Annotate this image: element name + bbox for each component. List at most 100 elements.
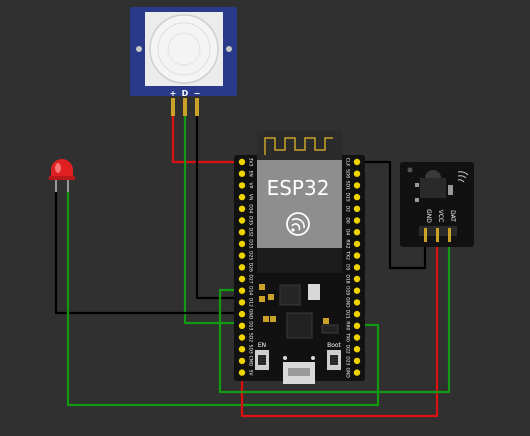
led-rim (49, 176, 75, 180)
wire-ir-data[interactable] (218, 240, 451, 394)
pir-sensor[interactable]: + D − (130, 7, 237, 116)
left-pin-label: SD3 (248, 345, 254, 354)
left-pin-cmd[interactable] (238, 357, 246, 365)
usb-uart-chip (286, 312, 313, 339)
pir-pin-data[interactable] (183, 98, 187, 116)
left-pin-5v[interactable] (238, 369, 246, 376)
right-pin-d4[interactable] (353, 229, 361, 236)
right-pin-d22[interactable] (353, 346, 361, 353)
right-pin-label: GND (345, 297, 351, 308)
left-pin-d34[interactable] (238, 205, 246, 212)
ir-receiver-module[interactable]: GND VCC DAT (400, 162, 474, 247)
left-pin-label: 5V (248, 370, 254, 377)
left-pin-3v3[interactable] (238, 158, 246, 166)
left-pin-label: VP (248, 183, 254, 189)
left-pin-d35[interactable] (238, 217, 246, 224)
espressif-logo-icon (286, 212, 310, 236)
left-pin-d33[interactable] (238, 240, 246, 248)
left-pin-label: 3V3 (248, 158, 254, 167)
right-pin-d21[interactable] (353, 310, 361, 318)
left-pin-d14[interactable] (238, 287, 246, 294)
right-pin-label: D19 (345, 286, 351, 295)
right-pin-label: RX2 (345, 239, 351, 248)
left-pin-vn[interactable] (238, 193, 246, 201)
left-pin-sd3[interactable] (238, 346, 246, 353)
en-button-label: EN (258, 342, 266, 349)
ir-sensor-dome (425, 170, 441, 178)
left-pin-d13[interactable] (238, 322, 246, 329)
left-pin-gnd[interactable] (238, 310, 246, 318)
led-leg-anode (67, 178, 69, 192)
wire-ir-vcc[interactable] (240, 240, 439, 418)
right-pin-header: CLKSD0SD1D15D2D0D4RX2TX2D5D18D19GNDD21RX… (345, 158, 361, 378)
wire-led-signal[interactable] (66, 190, 380, 407)
wire-ir-gnd[interactable] (358, 160, 427, 270)
wire-pir-data[interactable] (183, 104, 242, 325)
right-pin-gnd[interactable] (353, 299, 361, 306)
left-pin-d27[interactable] (238, 275, 246, 283)
pir-pin-vcc[interactable] (171, 98, 175, 116)
red-led[interactable] (49, 159, 75, 192)
smd-resistor-1 (263, 316, 269, 322)
smd-capacitor-1 (259, 284, 265, 290)
micro-usb-port[interactable] (283, 356, 315, 384)
left-pin-d25[interactable] (238, 252, 246, 259)
pir-dome-core (167, 32, 201, 66)
right-pin-label: SD1 (345, 181, 351, 190)
left-pin-vp[interactable] (238, 182, 246, 189)
right-pin-tx2[interactable] (353, 252, 361, 259)
right-pin-label: D0 (345, 217, 351, 223)
right-pin-d19[interactable] (353, 287, 361, 294)
smd-capacitor-2 (259, 296, 265, 302)
right-pin-tx0[interactable] (353, 334, 361, 341)
left-pin-label: CMD (248, 356, 254, 367)
en-button-cap (258, 355, 266, 365)
esp32-label: ESP32 (267, 176, 330, 200)
ir-led-2 (415, 198, 419, 202)
right-pin-d5[interactable] (353, 264, 361, 271)
right-pin-d15[interactable] (353, 193, 361, 201)
right-pin-gnd[interactable] (353, 369, 361, 376)
en-button[interactable] (255, 350, 269, 370)
left-pin-d32[interactable] (238, 229, 246, 236)
wire-led-gnd[interactable] (54, 190, 242, 315)
right-pin-d2[interactable] (353, 205, 361, 212)
left-pin-d26[interactable] (238, 264, 246, 271)
ir-pin-gnd[interactable] (424, 228, 427, 242)
ir-pin-label-vcc: VCC (437, 210, 444, 222)
ir-sensor-body (420, 178, 446, 198)
right-pin-d18[interactable] (353, 275, 361, 283)
left-pin-d12[interactable] (238, 299, 246, 306)
wire-pir-vcc[interactable] (171, 104, 242, 164)
right-pin-clk[interactable] (353, 158, 361, 166)
left-pin-label: D35 (248, 216, 254, 225)
left-pin-label: D34 (248, 204, 254, 213)
pir-pin-gnd[interactable] (195, 98, 199, 116)
left-pin-label: VN (248, 194, 254, 200)
right-pin-label: D2 (345, 206, 351, 212)
right-pin-sd1[interactable] (353, 182, 361, 189)
usb-tab-left (283, 356, 287, 360)
right-pin-rx2[interactable] (353, 240, 361, 248)
boot-button[interactable] (327, 350, 341, 370)
ir-pin-dat[interactable] (448, 228, 451, 242)
right-pin-label: CLK (345, 158, 351, 168)
right-pin-d0[interactable] (353, 217, 361, 224)
right-pin-label: D18 (345, 274, 351, 283)
ir-pin-vcc[interactable] (436, 228, 439, 242)
right-pin-d23[interactable] (353, 357, 361, 365)
led-highlight (55, 163, 61, 173)
right-pin-label: D5 (345, 264, 351, 270)
esp32-board[interactable]: ESP32 3V3ENVPVND34D35D32D33D25D26D27D14D… (234, 131, 365, 384)
left-pin-sd2[interactable] (238, 334, 246, 341)
right-pin-rx0[interactable] (353, 322, 361, 329)
right-pin-sd0[interactable] (353, 170, 361, 177)
pir-mount-hole-right (226, 46, 232, 52)
left-pin-label: D25 (248, 251, 254, 260)
ir-mount-hole (407, 167, 413, 173)
wires (54, 104, 451, 418)
wire-pir-gnd[interactable] (195, 104, 242, 300)
right-pin-label: TX0 (345, 332, 351, 342)
left-pin-en[interactable] (238, 170, 246, 177)
